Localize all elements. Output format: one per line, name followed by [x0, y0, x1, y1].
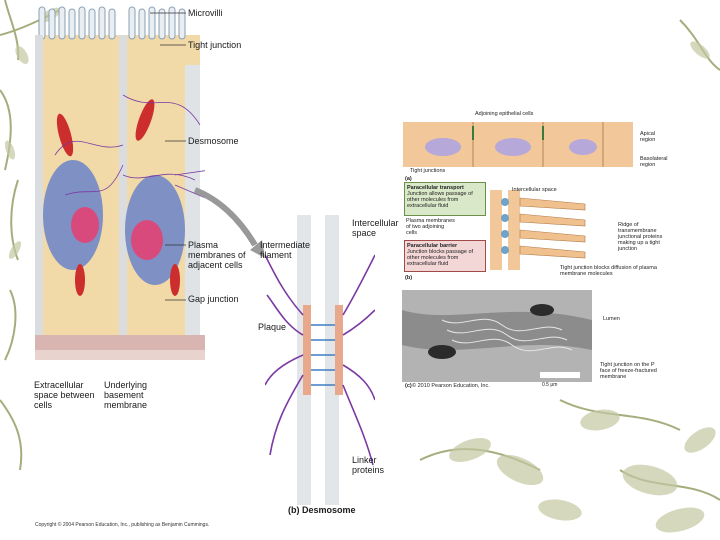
figure-a-credit: Copyright © 2004 Pearson Education, Inc.… [35, 522, 210, 528]
panel-b-label: (b) [405, 275, 413, 281]
paracellular-barrier-text: Junction blocks passage of other molecul… [407, 249, 474, 267]
paracellular-barrier-box: Paracellular barrier Junction blocks pas… [404, 240, 486, 272]
paracellular-transport-title: Paracellular transport [407, 185, 464, 191]
tight-junction-label: Tight junction [188, 40, 242, 50]
panel-a-label: (a) [405, 176, 412, 182]
paracellular-transport-text: Junction allows passage of other molecul… [407, 191, 473, 209]
desmosome-illustration [265, 215, 375, 505]
plasma-membranes-c-label: Plasma membranes of two adjoining cells [406, 218, 455, 236]
microvilli-label: Microvilli [188, 8, 223, 18]
basement-membrane-label: Underlying basement membrane [104, 380, 148, 410]
paracellular-barrier-title: Paracellular barrier [407, 243, 458, 249]
extracellular-space-label: Extracellular space between cells [34, 380, 95, 410]
tight-junctions-label: Tight junctions [410, 168, 446, 174]
scale-bar-label: 0.5 μm [542, 382, 558, 388]
epithelial-cells-illustration [35, 6, 205, 360]
intercellular-space-c-label: Intercellular space [512, 187, 557, 193]
panel-c-label: (c) [405, 383, 412, 389]
paracellular-transport-box: Paracellular transport Junction allows p… [404, 182, 486, 216]
plasma-membranes-label: Plasma membranes of adjacent cells [188, 240, 246, 270]
desmosome-caption: (b) Desmosome [288, 505, 356, 515]
gap-junction-label: Gap junction [188, 294, 239, 304]
intercellular-space-label: Intercellular space [352, 218, 399, 238]
freeze-fracture-label: Tight junction on the P face of freeze-f… [600, 362, 657, 380]
adjoining-cells-panel [403, 122, 633, 167]
linker-proteins-label: Linker proteins [352, 455, 385, 475]
figure-c-credit: © 2010 Pearson Education, Inc. [412, 383, 490, 389]
ridge-label: Ridge of transmembrane junctional protei… [618, 222, 663, 252]
figure-a-leader-lines [150, 12, 186, 301]
intermediate-filament-label: Intermediate filament [260, 240, 311, 260]
plaque-label: Plaque [258, 322, 287, 332]
blocks-diffusion-label: Tight junction blocks diffusion of plasm… [560, 265, 657, 277]
desmosome-label: Desmosome [188, 136, 239, 146]
basolateral-region-label: Basolateral region [640, 156, 668, 168]
paracellular-panel [490, 190, 586, 270]
freeze-fracture-micrograph [402, 290, 592, 382]
adjoining-cells-label: Adjoining epithelial cells [475, 111, 534, 117]
zoom-arrow [193, 187, 265, 258]
lumen-label: Lumen [603, 316, 620, 322]
apical-region-label: Apical region [640, 131, 656, 143]
